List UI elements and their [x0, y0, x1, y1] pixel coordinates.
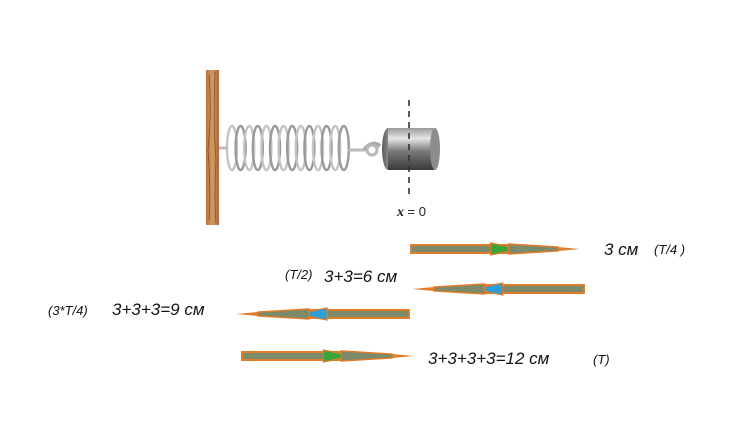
spring-coil: [311, 124, 325, 172]
spring-coil: [320, 124, 333, 172]
displacement-arrow-1: [410, 242, 580, 256]
arrow-1-distance: 3 см: [604, 240, 639, 259]
displacement-arrow-4: [241, 349, 414, 363]
arrow-2-time: (T/2): [285, 267, 313, 282]
arrow-3-distance: 3+3+3=9 см: [112, 300, 205, 319]
spring-coil: [294, 124, 307, 172]
displacement-arrow-2: [412, 282, 585, 296]
spring-coil: [268, 124, 282, 172]
spring-coil: [303, 124, 316, 172]
spring-coil: [234, 124, 247, 172]
spring-coil: [286, 124, 299, 172]
equilibrium-label: x = 0: [397, 205, 426, 220]
wooden-wall: [206, 70, 219, 225]
spring-coil: [251, 124, 264, 172]
spring-coil: [260, 124, 273, 172]
mass-block: [362, 128, 440, 170]
spring-coil: [337, 124, 350, 172]
equilibrium-value: = 0: [407, 204, 426, 219]
equilibrium-variable: x: [397, 205, 404, 220]
displacement-arrows: [236, 242, 585, 363]
spring-coil: [329, 124, 342, 172]
spring-coil: [242, 124, 256, 172]
arrow-1-time: (T/4 ): [654, 242, 686, 257]
spring-icon: [219, 124, 366, 172]
arrow-4-time: (T): [593, 352, 610, 367]
arrow-3-time: (3*T/4): [48, 303, 88, 318]
spring-coil: [277, 124, 290, 172]
arrow-2-distance: 3+3=6 см: [324, 267, 398, 286]
arrow-4-distance: 3+3+3+3=12 см: [428, 349, 550, 368]
displacement-arrow-3: [236, 307, 410, 321]
